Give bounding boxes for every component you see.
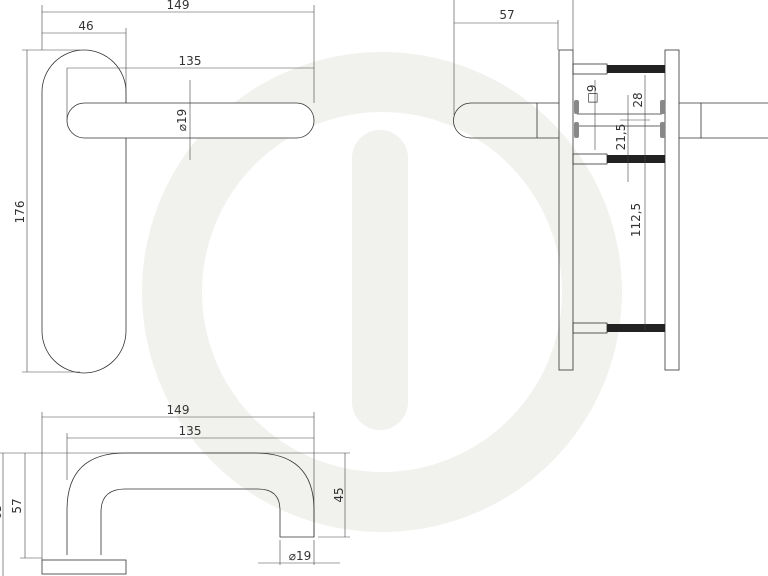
dim-176: 176 (13, 201, 27, 224)
right-handle-stub (679, 102, 768, 139)
dim-diameter-bottom: ⌀19 (289, 549, 312, 563)
dim-112-5: 112,5 (629, 203, 643, 237)
lever-side-profile (66, 452, 315, 555)
right-rose-plate (664, 49, 680, 371)
dim-57-side: 57 (499, 8, 514, 22)
dim-square-9: □9 (585, 85, 599, 104)
left-rose-plate (558, 49, 574, 371)
dim-57-bottom: 57 (10, 498, 24, 513)
left-handle-stub (453, 102, 559, 139)
dim-total-height: 65 (0, 504, 4, 519)
backplate-outline (41, 49, 127, 374)
screws (572, 63, 665, 334)
dim-diameter-front: ⌀19 (175, 109, 189, 132)
bottom-view: 149 135 45 57 65 ⌀19 (0, 403, 350, 576)
dim-135-bottom: 135 (179, 424, 202, 438)
dim-149-bottom: 149 (167, 403, 190, 417)
watermark-logo (142, 52, 622, 532)
dim-46: 46 (78, 19, 93, 33)
rose-profile (41, 559, 127, 575)
dim-135-front: 135 (179, 54, 202, 68)
front-view: 149 46 135 ⌀19 176 (13, 0, 315, 374)
spindle (574, 100, 665, 138)
dim-149-front: 149 (167, 0, 190, 12)
lever-outline (66, 102, 315, 139)
dim-21-5: 21,5 (614, 124, 628, 151)
dim-45: 45 (332, 487, 346, 502)
side-view: 57 □9 28 21,5 112,5 (453, 0, 768, 371)
dim-28: 28 (631, 92, 645, 107)
